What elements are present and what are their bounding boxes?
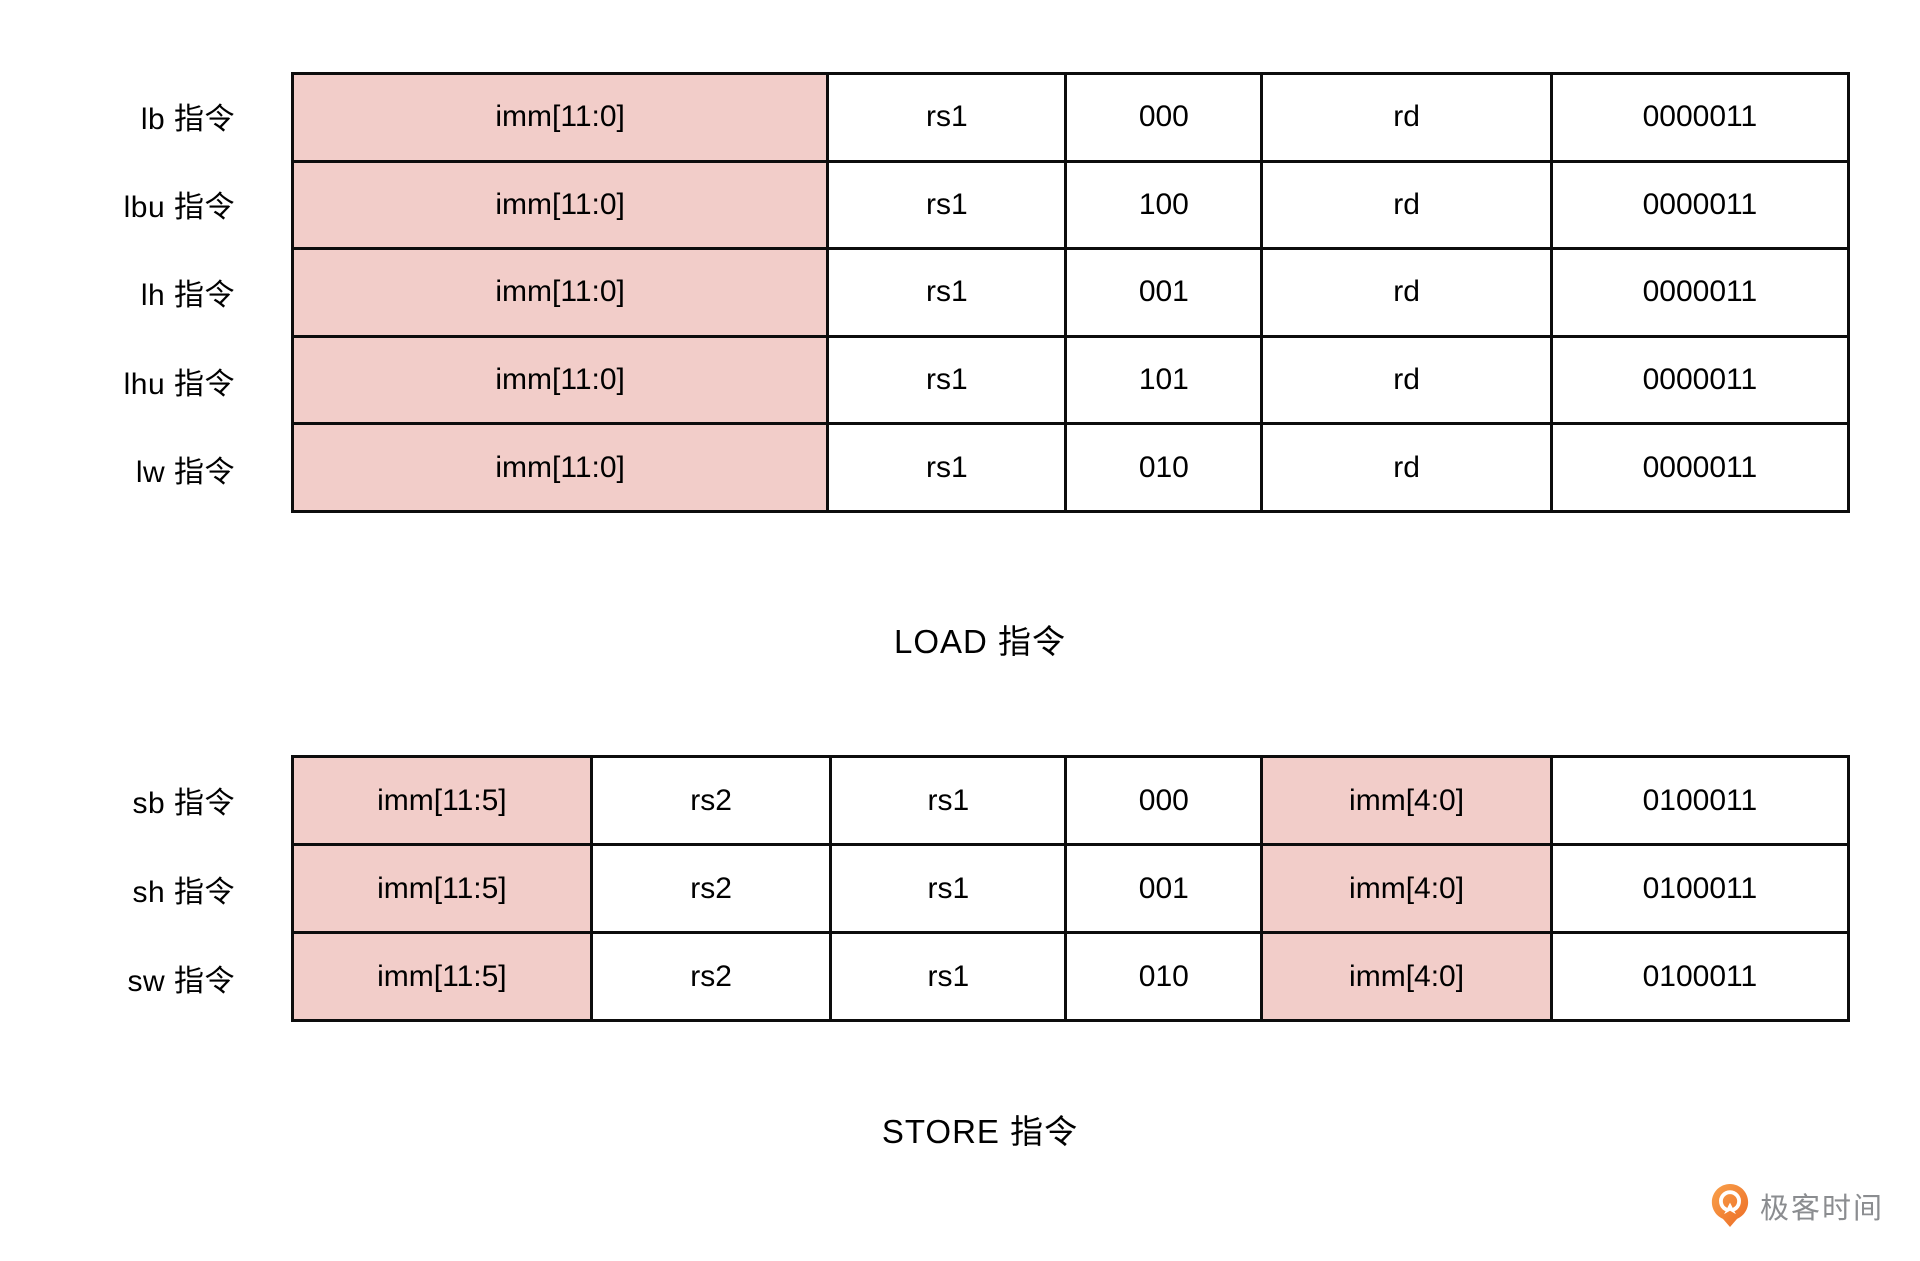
cell-imm: imm[11:0] xyxy=(290,422,830,513)
table-row: imm[11:0] rs1 010 rd 0000011 xyxy=(290,422,1851,513)
cell-imm-low: imm[4:0] xyxy=(1260,755,1553,846)
cell-imm: imm[11:0] xyxy=(290,159,830,251)
cell-opcode: 0100011 xyxy=(1549,755,1851,846)
table-row: imm[11:5] rs2 rs1 000 imm[4:0] 0100011 xyxy=(291,755,1851,846)
cell-opcode: 0000011 xyxy=(1549,159,1851,251)
cell-funct3: 001 xyxy=(1064,247,1264,338)
cell-rs1: rs1 xyxy=(826,334,1068,426)
cell-funct3: 101 xyxy=(1064,334,1264,426)
row-label-lbu: lbu 指令 xyxy=(123,191,235,225)
cell-rs1: rs1 xyxy=(829,843,1068,934)
cell-imm: imm[11:0] xyxy=(290,247,830,338)
store-table-caption: STORE 指令 xyxy=(881,1113,1079,1150)
cell-rd: rd xyxy=(1260,247,1553,338)
cell-imm-high: imm[11:5] xyxy=(291,931,593,1022)
cell-imm: imm[11:0] xyxy=(290,72,830,163)
row-label-lh: lh 指令 xyxy=(140,279,235,313)
cell-rs1: rs1 xyxy=(826,247,1068,338)
row-label-lb: lb 指令 xyxy=(140,103,235,137)
table-row: imm[11:5] rs2 rs1 010 imm[4:0] 0100011 xyxy=(291,931,1851,1022)
cell-funct3: 010 xyxy=(1064,422,1264,513)
cell-imm-low: imm[4:0] xyxy=(1260,931,1553,1022)
cell-rs1: rs1 xyxy=(829,931,1068,1022)
cell-funct3: 000 xyxy=(1064,755,1264,846)
cell-rs1: rs1 xyxy=(829,755,1068,846)
row-label-sw: sw 指令 xyxy=(127,964,235,998)
cell-rd: rd xyxy=(1260,422,1553,513)
table-row: imm[11:0] rs1 101 rd 0000011 xyxy=(290,334,1851,426)
load-table: imm[11:0] rs1 000 rd 0000011 imm[11:0] r… xyxy=(290,72,1851,513)
cell-opcode: 0000011 xyxy=(1549,247,1851,338)
load-table-block: lb 指令 lbu 指令 lh 指令 lhu 指令 lw 指令 imm[11:0… xyxy=(0,72,1851,513)
cell-rs2: rs2 xyxy=(589,931,833,1022)
table-row: imm[11:0] rs1 000 rd 0000011 xyxy=(290,72,1851,163)
cell-opcode: 0000011 xyxy=(1549,334,1851,426)
brand-watermark: 极客时间 xyxy=(1709,1182,1884,1230)
cell-rd: rd xyxy=(1260,159,1553,251)
cell-rs1: rs1 xyxy=(826,422,1068,513)
row-label-sh: sh 指令 xyxy=(132,875,235,909)
store-row-labels: sb 指令 sh 指令 sw 指令 xyxy=(0,755,291,1022)
cell-opcode: 0000011 xyxy=(1549,72,1851,163)
load-row-labels: lb 指令 lbu 指令 lh 指令 lhu 指令 lw 指令 xyxy=(0,72,291,513)
cell-rs1: rs1 xyxy=(826,72,1068,163)
cell-rd: rd xyxy=(1260,72,1553,163)
load-table-caption: LOAD 指令 xyxy=(893,623,1067,660)
cell-opcode: 0100011 xyxy=(1549,843,1851,934)
cell-funct3: 010 xyxy=(1064,931,1264,1022)
cell-rs2: rs2 xyxy=(589,755,833,846)
row-label-lhu: lhu 指令 xyxy=(123,367,235,401)
cell-rs1: rs1 xyxy=(826,159,1068,251)
cell-funct3: 100 xyxy=(1064,159,1264,251)
cell-rs2: rs2 xyxy=(589,843,833,934)
cell-imm-low: imm[4:0] xyxy=(1260,843,1553,934)
cell-imm: imm[11:0] xyxy=(290,334,830,426)
table-row: imm[11:5] rs2 rs1 001 imm[4:0] 0100011 xyxy=(291,843,1851,934)
cell-opcode: 0100011 xyxy=(1549,931,1851,1022)
cell-imm-high: imm[11:5] xyxy=(291,755,593,846)
cell-imm-high: imm[11:5] xyxy=(291,843,593,934)
table-row: imm[11:0] rs1 100 rd 0000011 xyxy=(290,159,1851,251)
geektime-logo-icon xyxy=(1711,1184,1749,1227)
cell-funct3: 001 xyxy=(1064,843,1264,934)
cell-opcode: 0000011 xyxy=(1549,422,1851,513)
cell-rd: rd xyxy=(1260,334,1553,426)
brand-name: 极客时间 xyxy=(1759,1193,1884,1225)
store-table: imm[11:5] rs2 rs1 000 imm[4:0] 0100011 i… xyxy=(291,755,1851,1022)
row-label-lw: lw 指令 xyxy=(135,455,235,489)
cell-funct3: 000 xyxy=(1064,72,1264,163)
row-label-sb: sb 指令 xyxy=(132,786,235,820)
store-table-block: sb 指令 sh 指令 sw 指令 imm[11:5] rs2 rs1 000 … xyxy=(0,755,1851,1022)
table-row: imm[11:0] rs1 001 rd 0000011 xyxy=(290,247,1851,338)
